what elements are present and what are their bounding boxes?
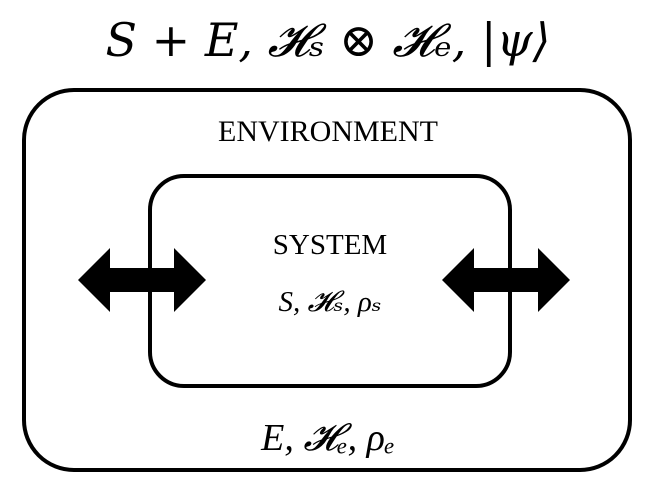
environment-symbols: E, 𝓗ₑ, ρₑ xyxy=(261,417,395,459)
left-double-arrow-icon xyxy=(78,248,206,312)
environment-label: ENVIRONMENT xyxy=(218,115,438,148)
diagram-title: S + E, 𝓗ₛ ⊗ 𝓗ₑ, |ψ⟩ xyxy=(105,13,551,67)
environment-box xyxy=(22,88,632,472)
system-symbols: S, 𝓗ₛ, ρₛ xyxy=(278,286,382,318)
right-double-arrow-icon xyxy=(442,248,570,312)
system-label: SYSTEM xyxy=(272,229,388,261)
